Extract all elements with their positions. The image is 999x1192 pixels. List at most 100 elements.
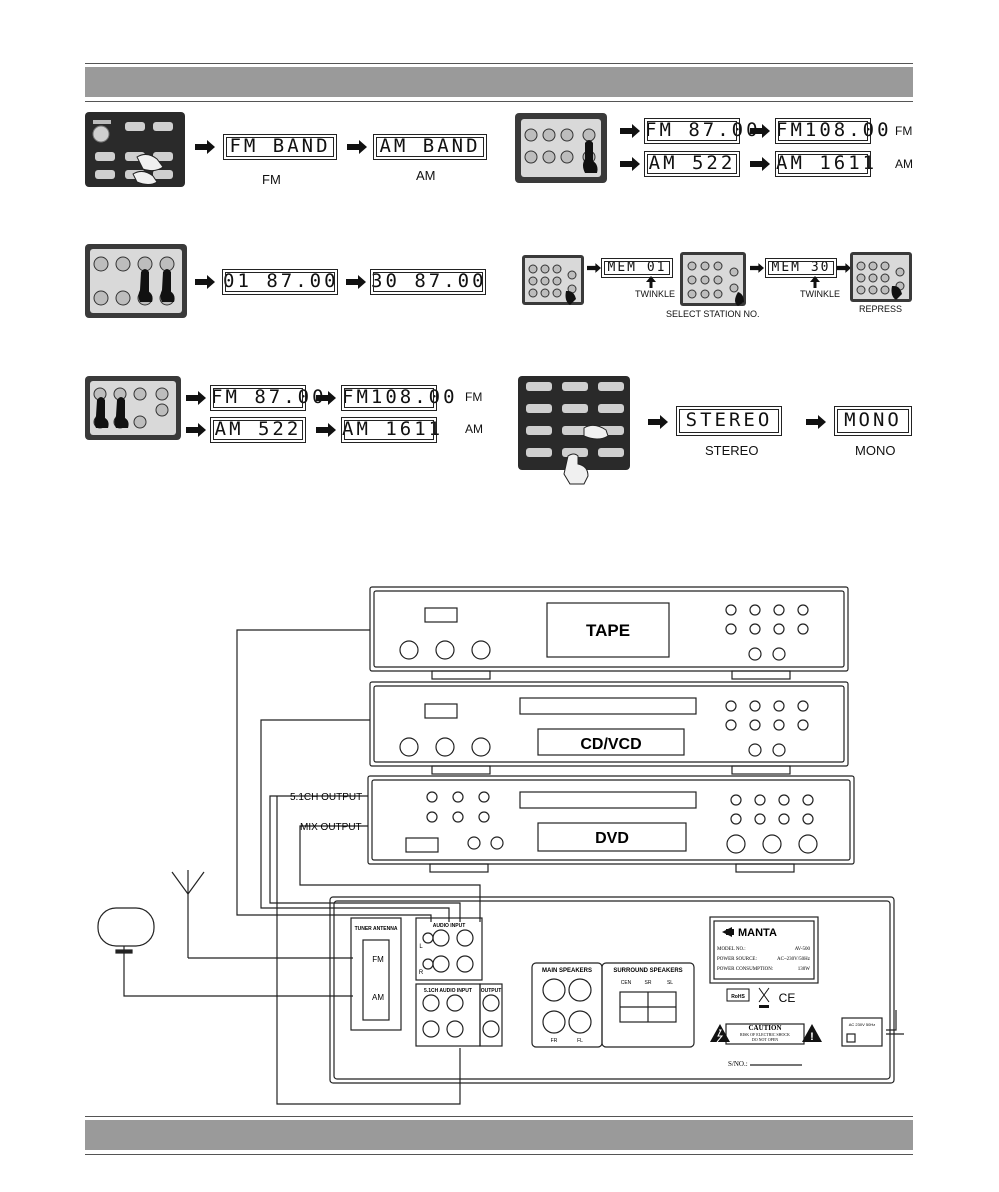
arrow-icon xyxy=(837,263,851,273)
label-am-tune: AM xyxy=(465,422,483,436)
arrow-icon xyxy=(316,391,336,405)
display-fm-87: FM 87.00 xyxy=(644,118,758,144)
label-fm: FM xyxy=(262,172,281,187)
display-fm-108-tune: FM108.00 xyxy=(341,385,455,411)
label-fm-tune: FM xyxy=(465,390,483,404)
label-twinkle-2: TWINKLE xyxy=(800,289,841,299)
arrow-icon xyxy=(587,263,601,273)
tape-deck xyxy=(369,586,849,672)
header-rule-bottom xyxy=(85,101,913,102)
label-twinkle-1: TWINKLE xyxy=(635,289,676,299)
label-spk-fr: FR xyxy=(551,1038,558,1044)
display-stereo: STEREO xyxy=(676,406,782,436)
arrow-icon xyxy=(648,415,668,429)
label-caution-line1: RISK OF ELECTRIC SHOCK xyxy=(740,1032,790,1037)
footer-rule-top xyxy=(85,1116,913,1117)
twinkle-arrow-icon xyxy=(810,276,820,288)
cd-vcd-title: CD/VCD xyxy=(580,736,641,753)
twinkle-arrow-icon xyxy=(646,276,656,288)
label-spk-sl: SL xyxy=(667,980,673,986)
display-mono: MONO xyxy=(834,406,912,436)
display-preset-01: 01 87.00 xyxy=(222,269,338,295)
receiver-rear-panel xyxy=(329,896,895,1084)
label-caution-line2: DO NOT OPEN xyxy=(752,1037,778,1042)
label-output: OUTPUT xyxy=(481,988,502,994)
label-fm-terminal: FM xyxy=(372,955,384,964)
arrow-icon xyxy=(750,263,764,273)
display-mem-01: MEM 01 xyxy=(601,258,673,278)
label-power-source: POWER SOURCE: xyxy=(717,957,757,962)
arrow-icon xyxy=(186,423,206,437)
remote-tune-illustration xyxy=(85,376,181,440)
svg-text:!: ! xyxy=(810,1031,814,1043)
display-preset-30: 30 87.00 xyxy=(370,269,486,295)
remote-scan-illustration xyxy=(515,113,607,183)
arrow-icon xyxy=(347,140,367,154)
brand-logo: MANTA xyxy=(738,927,777,939)
label-spk-fl: FL xyxy=(577,1038,583,1044)
header-bar xyxy=(85,67,913,97)
label-select-station: SELECT STATION NO. xyxy=(666,309,760,319)
arrow-icon xyxy=(195,140,215,154)
remote-memory-illustration-1 xyxy=(522,255,584,305)
display-fm-band: FM BAND xyxy=(223,134,337,160)
label-tuner-antenna: TUNER ANTENNA xyxy=(355,926,398,932)
rohs-icon xyxy=(726,988,750,1002)
remote-memory-illustration-2 xyxy=(680,252,746,306)
arrow-icon xyxy=(186,391,206,405)
label-mono: MONO xyxy=(855,443,896,458)
label-am-scan: AM xyxy=(895,157,913,171)
label-ac-socket: AC 230V 50Hz xyxy=(849,1022,875,1027)
display-am-band: AM BAND xyxy=(373,134,487,160)
arrow-icon xyxy=(195,275,215,289)
remote-band-illustration xyxy=(85,112,185,187)
display-fm-108: FM108.00 xyxy=(775,118,889,144)
footer-rule-bottom xyxy=(85,1154,913,1155)
display-fm-87-tune: FM 87.00 xyxy=(210,385,324,411)
arrow-icon xyxy=(620,124,640,138)
tape-title: TAPE xyxy=(586,621,630,640)
label-repress: REPRESS xyxy=(859,304,903,314)
display-am-1611-tune: AM 1611 xyxy=(341,417,440,443)
remote-memory-illustration-3 xyxy=(850,252,912,302)
label-stereo: STEREO xyxy=(705,443,759,458)
arrow-icon xyxy=(806,415,826,429)
label-am-terminal: AM xyxy=(372,993,384,1002)
label-in-l: L xyxy=(419,944,423,950)
weee-bin-icon xyxy=(758,987,770,1003)
arrow-icon xyxy=(620,157,640,171)
cd-vcd-player xyxy=(369,681,849,767)
label-surround-speakers: SURROUND SPEAKERS xyxy=(613,968,682,974)
display-mem-30: MEM 30 xyxy=(765,258,837,278)
label-in-r: R xyxy=(419,970,424,976)
display-am-522: AM 522 xyxy=(644,151,740,177)
warning-icon xyxy=(802,1024,822,1042)
label-main-speakers: MAIN SPEAKERS xyxy=(542,968,592,974)
connection-diagram: ! TAPE CD/VCD DVD 5.1CH OUTPUT MIX OUTPU… xyxy=(97,586,904,1105)
label-rohs: RoHS xyxy=(731,994,745,1000)
label-caution: CAUTION xyxy=(748,1024,781,1032)
value-power-consumption: 130W xyxy=(798,967,811,972)
label-fm-scan: FM xyxy=(895,124,913,138)
arrow-icon xyxy=(750,157,770,171)
value-model-no: AV-500 xyxy=(795,947,811,952)
value-power-source: AC~230V/50Hz xyxy=(777,957,811,962)
label-spk-cen: CEN xyxy=(621,980,632,986)
dvd-title: DVD xyxy=(595,830,629,847)
label-audio-input: AUDIO INPUT xyxy=(433,923,466,929)
remote-preset-illustration xyxy=(85,244,187,318)
label-sno: S/NO.: xyxy=(728,1060,748,1068)
label-am: AM xyxy=(416,168,436,183)
dvd-player xyxy=(367,775,855,865)
label-model-no: MODEL NO.: xyxy=(717,947,746,952)
label-power-consumption: POWER CONSUMPTION: xyxy=(717,967,773,972)
arrow-icon xyxy=(346,275,366,289)
label-51ch-input: 5.1CH AUDIO INPUT xyxy=(424,988,472,994)
header-rule-top xyxy=(85,63,913,64)
ce-mark: CE xyxy=(779,991,796,1005)
display-am-522-tune: AM 522 xyxy=(210,417,306,443)
display-am-1611: AM 1611 xyxy=(775,151,874,177)
arrow-icon xyxy=(316,423,336,437)
arrow-icon xyxy=(750,124,770,138)
label-spk-sr: SR xyxy=(645,980,652,986)
